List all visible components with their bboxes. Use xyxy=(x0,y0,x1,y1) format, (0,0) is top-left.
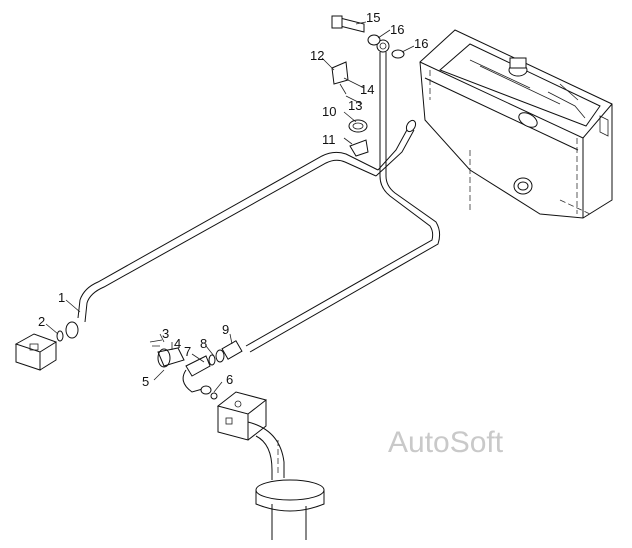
callout-10: 10 xyxy=(322,104,336,119)
callout-14: 14 xyxy=(360,82,374,97)
port-block xyxy=(14,321,79,371)
callout-12: 12 xyxy=(310,48,324,63)
top-fittings xyxy=(331,15,405,157)
callout-2: 2 xyxy=(38,314,45,329)
callout-3: 3 xyxy=(162,326,169,341)
suction-assembly xyxy=(216,391,325,540)
clamp-parts xyxy=(149,339,185,368)
callout-13: 13 xyxy=(348,98,362,113)
callout-7: 7 xyxy=(184,344,191,359)
callout-11: 11 xyxy=(322,132,336,147)
callout-labels: 1 2 3 4 5 6 7 8 9 10 11 12 13 14 15 16 1… xyxy=(38,10,428,389)
callout-1: 1 xyxy=(58,290,65,305)
watermark: AutoSoft xyxy=(388,426,504,459)
callout-5: 5 xyxy=(142,374,149,389)
callout-6: 6 xyxy=(226,372,233,387)
leader-lines xyxy=(45,21,415,393)
callout-4: 4 xyxy=(174,336,181,351)
callout-16a: 16 xyxy=(390,22,404,37)
callout-8: 8 xyxy=(200,336,207,351)
fuel-line-return xyxy=(245,39,441,353)
callout-15: 15 xyxy=(366,10,380,25)
callout-9: 9 xyxy=(222,322,229,337)
fuel-tank xyxy=(419,29,613,219)
callout-16b: 16 xyxy=(414,36,428,51)
hose-assembly xyxy=(182,340,243,400)
fuel-line-upper xyxy=(77,119,417,323)
